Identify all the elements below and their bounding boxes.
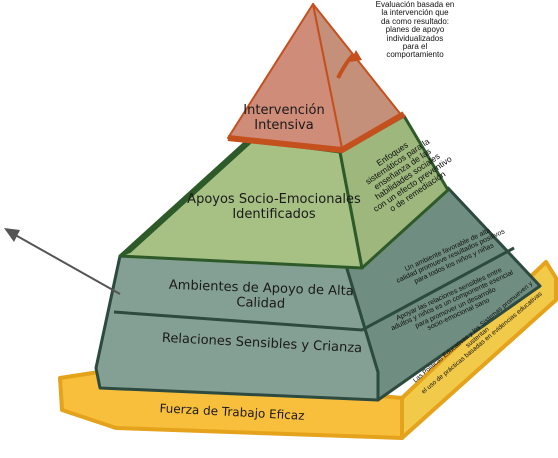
top-arrow (336, 52, 356, 79)
note-top: Evaluación basada en la intervención que… (375, 0, 455, 60)
top-arrow-head (350, 50, 362, 62)
left-arrow-line (9, 231, 121, 295)
level-label-intensive: Intervención Intensiva (243, 103, 325, 134)
slate-tier-divider (113, 246, 515, 332)
level-label-socioemo: Apoyos Socio-Emocionales Identificados (187, 192, 361, 223)
top-band-border (227, 111, 406, 154)
left-arrow-head (4, 228, 20, 242)
